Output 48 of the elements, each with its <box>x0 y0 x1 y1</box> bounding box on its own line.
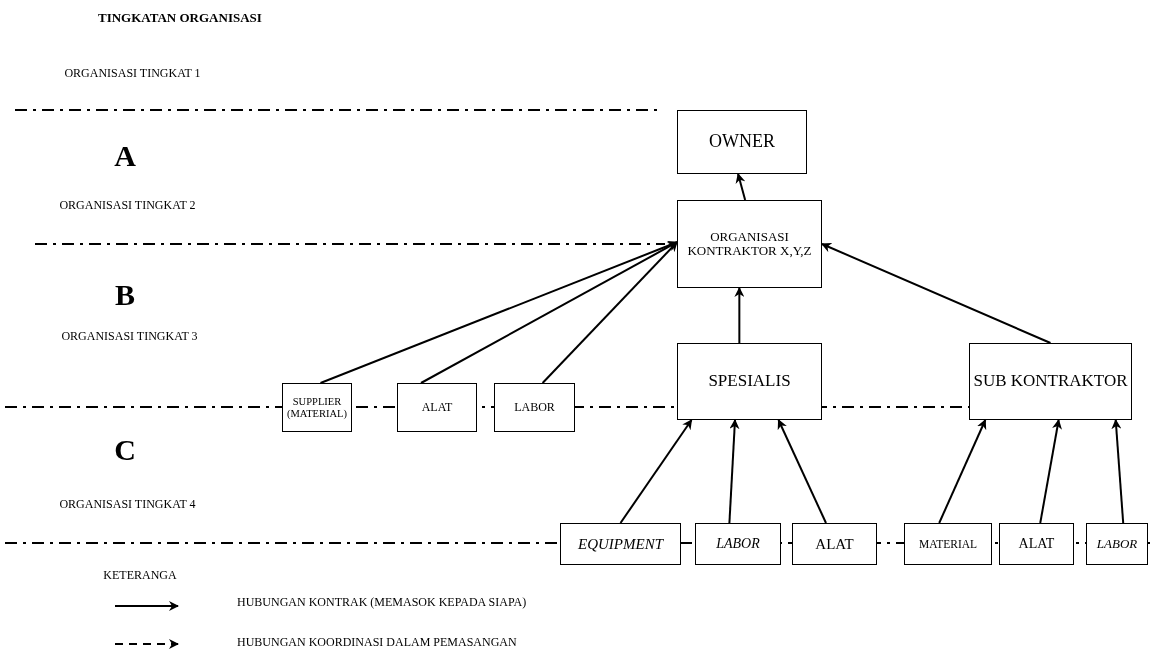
box-label: LABOR <box>514 400 555 415</box>
arrow <box>777 419 827 524</box>
organization-box <box>695 523 781 565</box>
box-label: ALAT <box>1018 536 1055 552</box>
arrow <box>938 419 987 524</box>
level-label: ORGANISASI TINGKAT 3 <box>60 329 199 344</box>
organization-box <box>677 343 822 420</box>
level-label: KETERANGA <box>102 568 178 583</box>
box-label: LABOR <box>716 536 760 552</box>
box-label: SUB KONTRAKTOR <box>973 372 1128 391</box>
box-label: ALAT <box>421 400 453 415</box>
box-label: ORGANISASI KONTRAKTOR X,Y,Z <box>686 229 813 259</box>
legend-text: HUBUNGAN KOORDINASI DALAM PEMASANGAN <box>237 636 518 650</box>
box-label: SPESIALIS <box>708 372 791 391</box>
level-label: ORGANISASI TINGKAT 4 <box>58 497 197 512</box>
arrow <box>821 243 1052 344</box>
box-label: OWNER <box>709 132 775 152</box>
organization-box <box>560 523 681 565</box>
arrow <box>1039 419 1062 524</box>
arrow <box>735 173 747 201</box>
arrow <box>619 419 693 524</box>
organization-box <box>1086 523 1148 565</box>
organization-box <box>397 383 477 432</box>
arrow <box>1111 419 1125 524</box>
arrow <box>734 287 745 344</box>
box-label: MATERIAL <box>918 537 978 551</box>
level-label: ORGANISASI TINGKAT 2 <box>58 198 197 213</box>
diagram-title: TINGKATAN ORGANISASI <box>98 10 262 26</box>
zone-letter: B <box>114 277 136 313</box>
zone-letter: C <box>113 432 137 468</box>
legend-text: HUBUNGAN KONTRAK (MEMASOK KEPADA SIAPA) <box>237 596 528 610</box>
organization-box <box>494 383 575 432</box>
organization-box <box>969 343 1132 420</box>
organization-box <box>999 523 1074 565</box>
box-label: ALAT <box>815 535 854 553</box>
organization-box <box>677 200 822 288</box>
box-label: SUPPLIER (MATERIAL) <box>285 395 349 420</box>
organization-box <box>904 523 992 565</box>
arrow <box>541 241 678 384</box>
organization-box <box>282 383 352 432</box>
organization-box <box>792 523 877 565</box>
arrow <box>420 241 678 384</box>
zone-letter: A <box>113 138 137 174</box>
box-label: LABOR <box>1096 536 1138 552</box>
level-label: ORGANISASI TINGKAT 1 <box>63 66 202 81</box>
organization-box <box>677 110 807 174</box>
box-label: EQUIPMENT <box>578 535 663 553</box>
arrow <box>728 419 740 524</box>
